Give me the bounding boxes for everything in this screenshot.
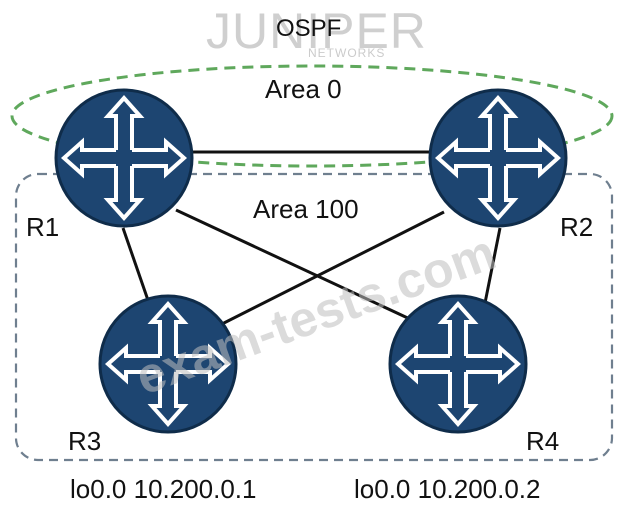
router-r1 [54, 88, 194, 228]
router-icon [428, 88, 568, 228]
link-r1-r3 [121, 227, 152, 307]
router-label-r3: R3 [68, 426, 101, 456]
loopback-label-r3: lo0.0 10.200.0.1 [70, 474, 257, 504]
area-100-label: Area 100 [253, 194, 359, 224]
router-label-r1: R1 [26, 212, 59, 242]
area-0-boundary [10, 64, 614, 168]
diagram-title: OSPF [276, 15, 341, 42]
router-label-r2: R2 [560, 212, 593, 242]
loopback-label-r4: lo0.0 10.200.0.2 [354, 474, 541, 504]
router-r2 [428, 88, 568, 228]
area-100-boundary [14, 172, 614, 462]
link-r2-r4 [482, 227, 502, 309]
router-label-r4: R4 [526, 426, 559, 456]
router-r4 [388, 294, 528, 434]
juniper-logo: JUNIPER [206, 3, 427, 59]
links [121, 150, 502, 328]
router-icon [388, 294, 528, 434]
juniper-logo-sub: NETWORKS [308, 46, 385, 60]
area-0-label: Area 0 [265, 74, 342, 104]
link-r2-r3 [217, 210, 445, 328]
link-r1-r4 [175, 208, 413, 322]
router-icon [54, 88, 194, 228]
